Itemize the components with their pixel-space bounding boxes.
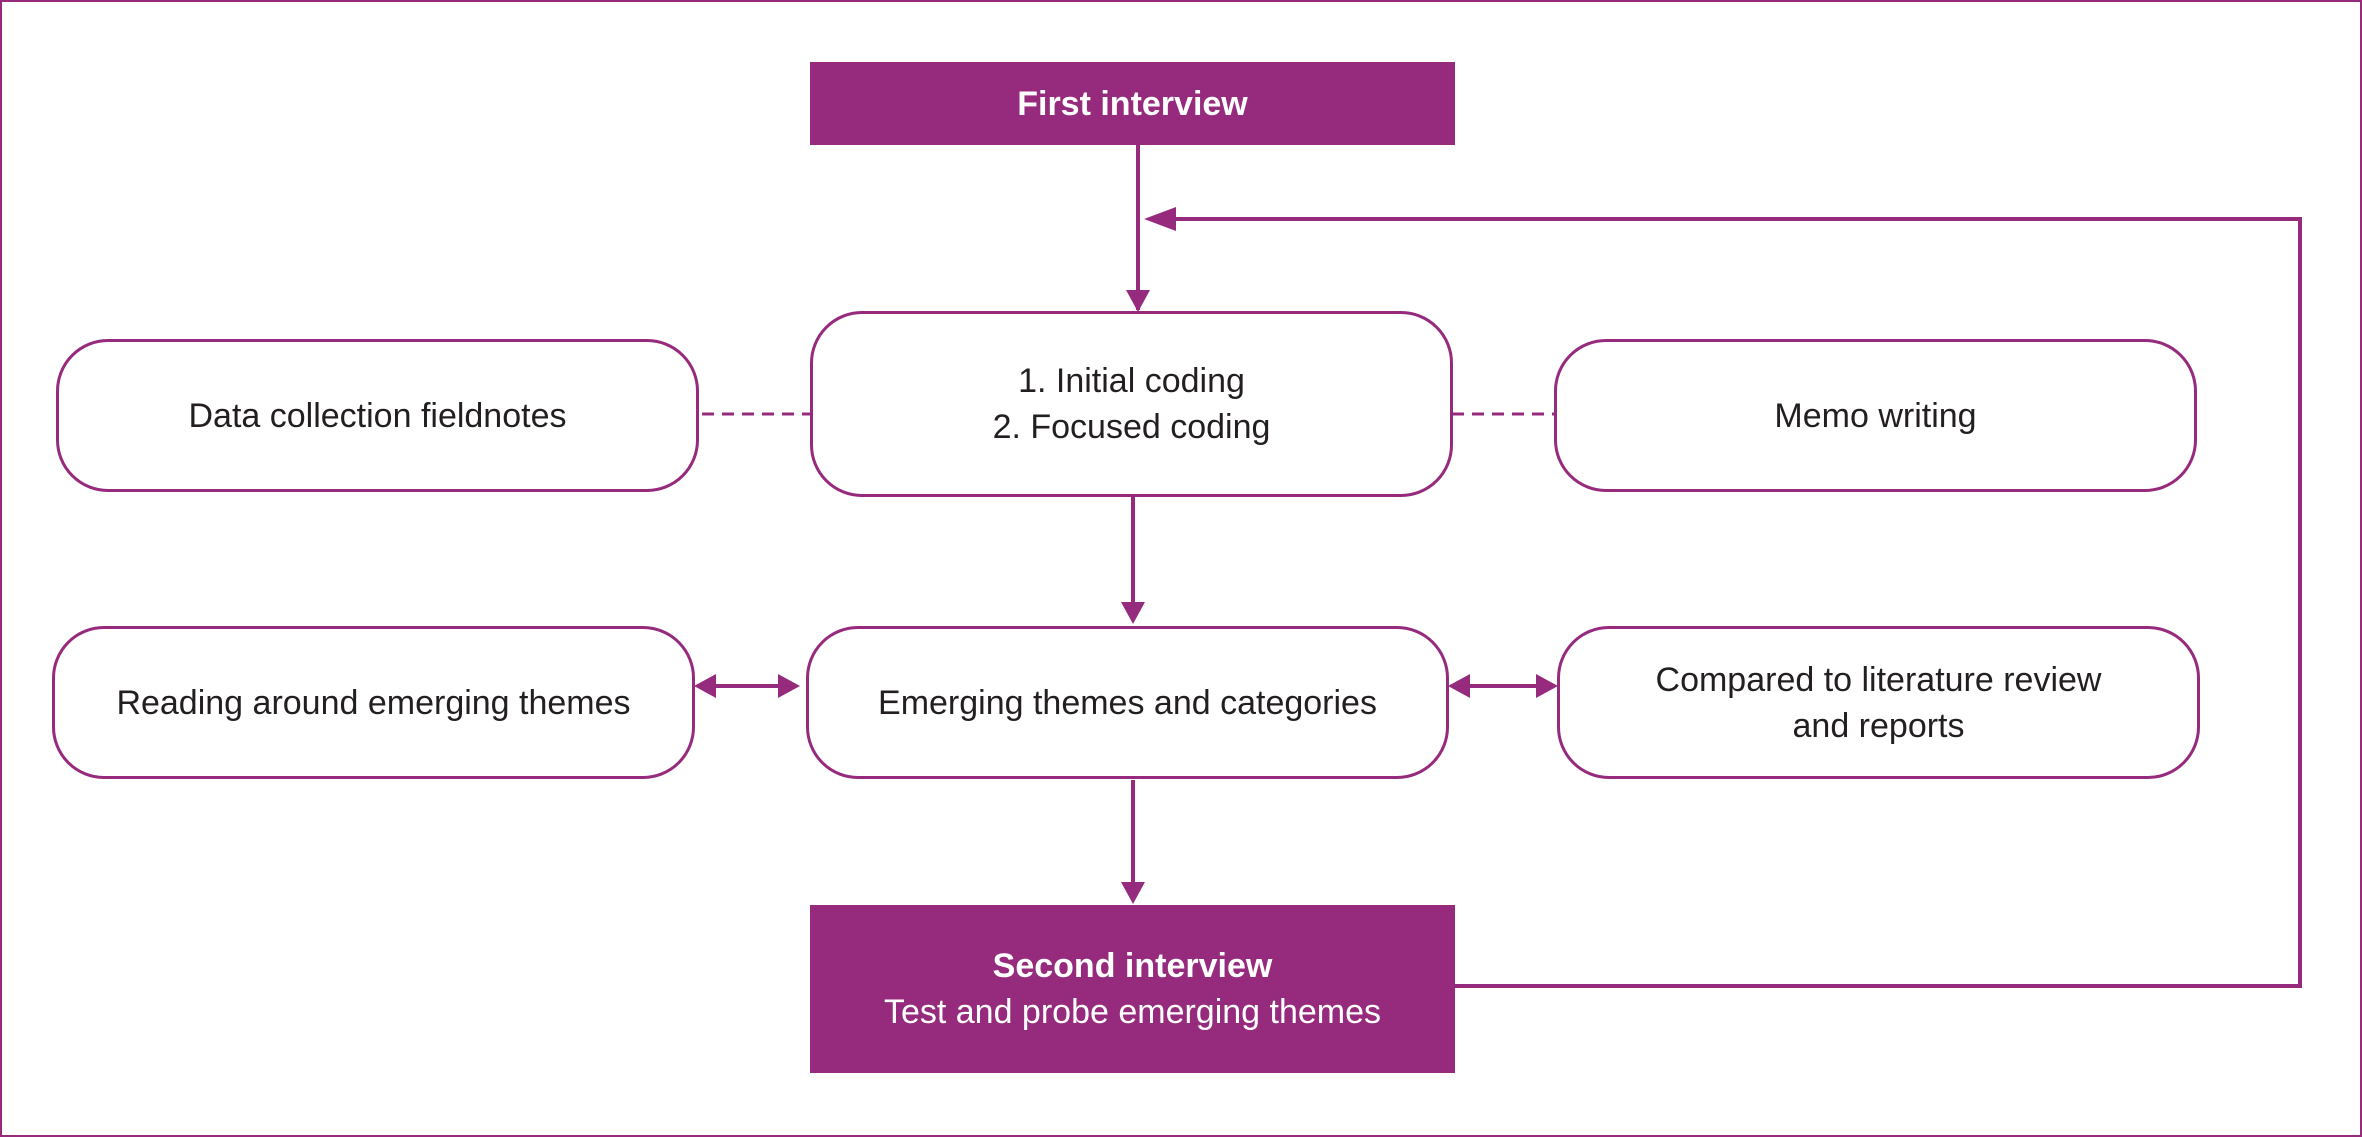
- fieldnotes-box: Data collection fieldnotes: [56, 339, 699, 492]
- first-interview-label: First interview: [1017, 84, 1248, 123]
- coding-label-initial: 1. Initial coding: [1018, 362, 1245, 400]
- second-interview-box: Second interview Test and probe emerging…: [810, 905, 1455, 1073]
- arrowhead-reading-left: [694, 674, 716, 698]
- arrowhead-feedback-loop: [1144, 207, 1176, 231]
- first-interview-box: First interview: [810, 62, 1455, 145]
- reading-box: Reading around emerging themes: [52, 626, 695, 779]
- literature-label-line2: and reports: [1792, 706, 1965, 745]
- arrowhead-reading-right: [778, 674, 800, 698]
- emerging-themes-label: Emerging themes and categories: [878, 683, 1377, 722]
- arrowhead-coding-to-themes: [1121, 602, 1145, 624]
- reading-label: Reading around emerging themes: [116, 683, 631, 722]
- coding-label-focused: 2. Focused coding: [992, 408, 1271, 446]
- arrowhead-themes-to-second: [1121, 882, 1145, 904]
- feedback-loop-line: [1160, 217, 2302, 988]
- second-interview-subtitle: Test and probe emerging themes: [883, 993, 1382, 1031]
- literature-label-line1: Compared to literature review: [1655, 660, 2102, 699]
- second-interview-title: Second interview: [992, 947, 1273, 985]
- memo-writing-box: Memo writing: [1554, 339, 2197, 492]
- arrowhead-literature-left: [1448, 674, 1470, 698]
- memo-writing-label: Memo writing: [1774, 396, 1977, 435]
- literature-box: Compared to literature review and report…: [1557, 626, 2200, 779]
- arrowhead-first-to-coding: [1126, 290, 1150, 312]
- coding-box: 1. Initial coding 2. Focused coding: [810, 311, 1453, 497]
- arrowhead-literature-right: [1536, 674, 1558, 698]
- fieldnotes-label: Data collection fieldnotes: [188, 396, 567, 435]
- emerging-themes-box: Emerging themes and categories: [806, 626, 1449, 779]
